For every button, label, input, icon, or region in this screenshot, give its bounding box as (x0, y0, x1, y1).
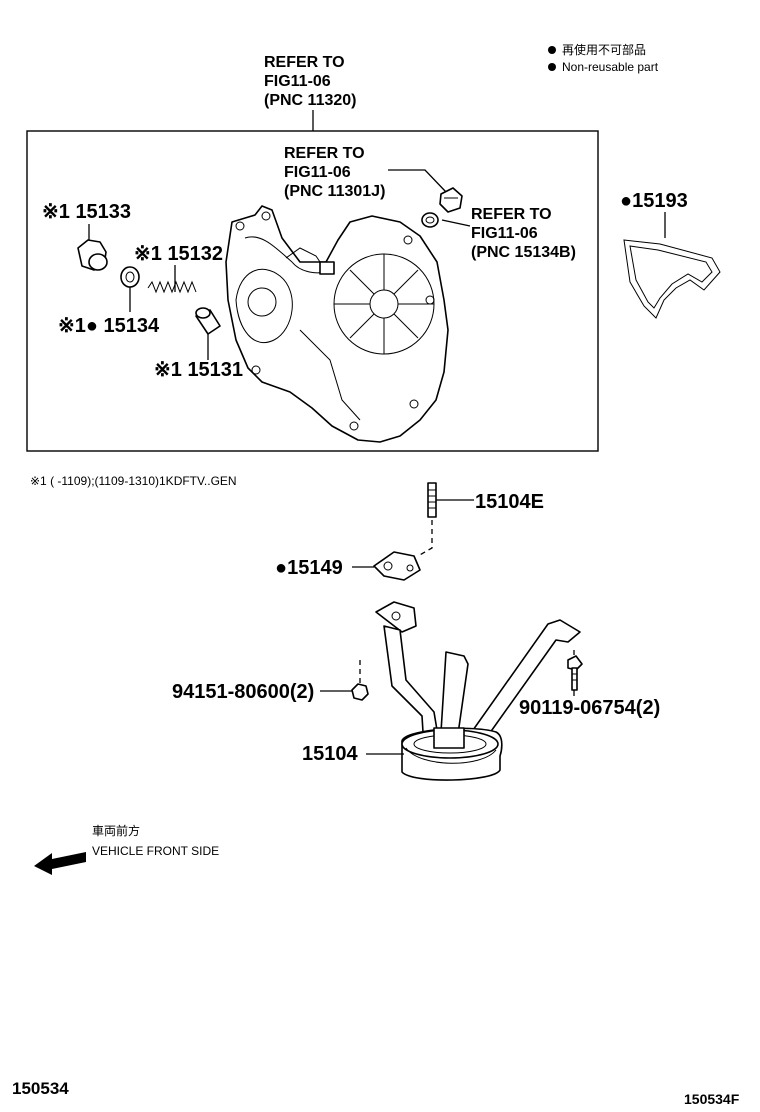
diagram-code-right: 150534F (684, 1091, 740, 1107)
label-15134: ※1● 15134 (58, 315, 160, 337)
part-15193-gasket (623, 239, 721, 319)
label-94151: 94151-80600(2) (172, 681, 314, 703)
washer-part (421, 212, 439, 228)
svg-text:(PNC 15134B): (PNC 15134B) (471, 244, 576, 261)
legend-en: Non-reusable part (562, 60, 659, 74)
part-90119-bolt (567, 655, 583, 691)
label-15132: ※1 15132 (134, 243, 223, 265)
svg-text:FIG11-06: FIG11-06 (264, 73, 331, 90)
part-15104e-stud (427, 482, 437, 518)
diagram-code-left: 150534 (12, 1079, 69, 1098)
legend-jp: 再使用不可部品 (562, 42, 646, 57)
refer-top: REFER TO FIG11-06 (PNC 11320) (264, 54, 357, 131)
svg-text:REFER TO: REFER TO (471, 206, 552, 223)
refer-inner: REFER TO FIG11-06 (PNC 11301J) (284, 145, 447, 200)
label-15193: ●15193 (620, 190, 688, 212)
label-15131: ※1 15131 (154, 359, 243, 381)
svg-text:REFER TO: REFER TO (284, 145, 365, 162)
assembly-frame (26, 130, 599, 452)
part-15104-strainer (375, 601, 581, 781)
front-en: VEHICLE FRONT SIDE (92, 844, 219, 858)
label-90119: 90119-06754(2) (519, 697, 660, 719)
front-arrow-icon (34, 852, 86, 875)
refer-right: REFER TO FIG11-06 (PNC 15134B) (441, 206, 576, 261)
svg-text:FIG11-06: FIG11-06 (471, 225, 538, 242)
part-15149-gasket (373, 551, 421, 581)
part-15133 (77, 239, 108, 271)
svg-text:(PNC 11320): (PNC 11320) (264, 92, 357, 109)
part-15134-gasket (120, 266, 140, 288)
timing-gear-case-drawing (225, 205, 449, 443)
part-15131-valve (195, 307, 221, 335)
label-15104e: 15104E (475, 491, 544, 513)
plug-part (439, 187, 463, 213)
label-15133: ※1 15133 (42, 201, 131, 223)
part-94151-nut (351, 683, 369, 701)
svg-text:REFER TO: REFER TO (264, 54, 345, 71)
non-reusable-bullet-icon (548, 46, 556, 54)
svg-text:FIG11-06: FIG11-06 (284, 164, 351, 181)
label-15149: ●15149 (275, 557, 343, 579)
front-jp: 車両前方 (92, 823, 140, 838)
non-reusable-bullet-icon-2 (548, 63, 556, 71)
label-15104: 15104 (302, 743, 358, 765)
part-15132-spring (147, 280, 197, 294)
footnote: ※1 ( -1109);(1109-1310)1KDFTV..GEN (30, 474, 237, 488)
svg-text:(PNC 11301J): (PNC 11301J) (284, 183, 385, 200)
